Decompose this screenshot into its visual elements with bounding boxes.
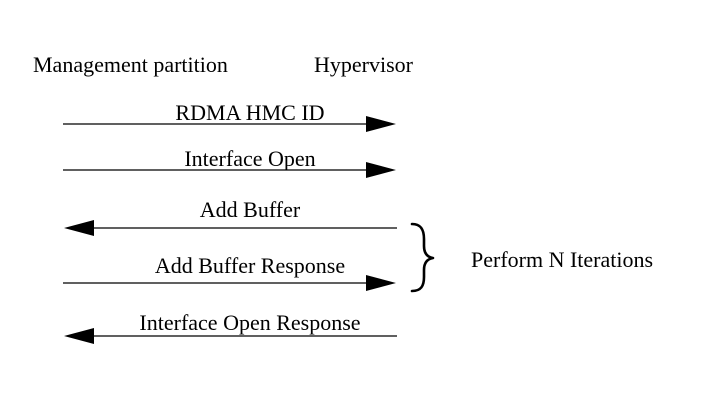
message-label: Interface Open Response bbox=[139, 310, 360, 335]
message-label: Interface Open bbox=[184, 146, 315, 171]
message-add-buffer-response: Add Buffer Response bbox=[63, 253, 396, 291]
message-label: Add Buffer bbox=[200, 197, 301, 222]
participant-hypervisor: Hypervisor bbox=[314, 52, 414, 77]
arrow-left-icon bbox=[64, 328, 94, 344]
message-label: Add Buffer Response bbox=[155, 253, 345, 278]
message-rdma-hmc-id: RDMA HMC ID bbox=[63, 100, 396, 132]
arrow-right-icon bbox=[366, 162, 396, 178]
message-interface-open-response: Interface Open Response bbox=[64, 310, 397, 344]
arrow-right-icon bbox=[366, 275, 396, 291]
arrow-right-icon bbox=[366, 116, 396, 132]
participant-management-partition: Management partition bbox=[33, 52, 228, 77]
message-interface-open: Interface Open bbox=[63, 146, 396, 178]
loop-brace-icon bbox=[410, 222, 435, 293]
arrow-left-icon bbox=[64, 220, 94, 236]
message-add-buffer: Add Buffer bbox=[64, 197, 397, 236]
loop-label: Perform N Iterations bbox=[471, 247, 653, 272]
message-label: RDMA HMC ID bbox=[175, 100, 324, 125]
